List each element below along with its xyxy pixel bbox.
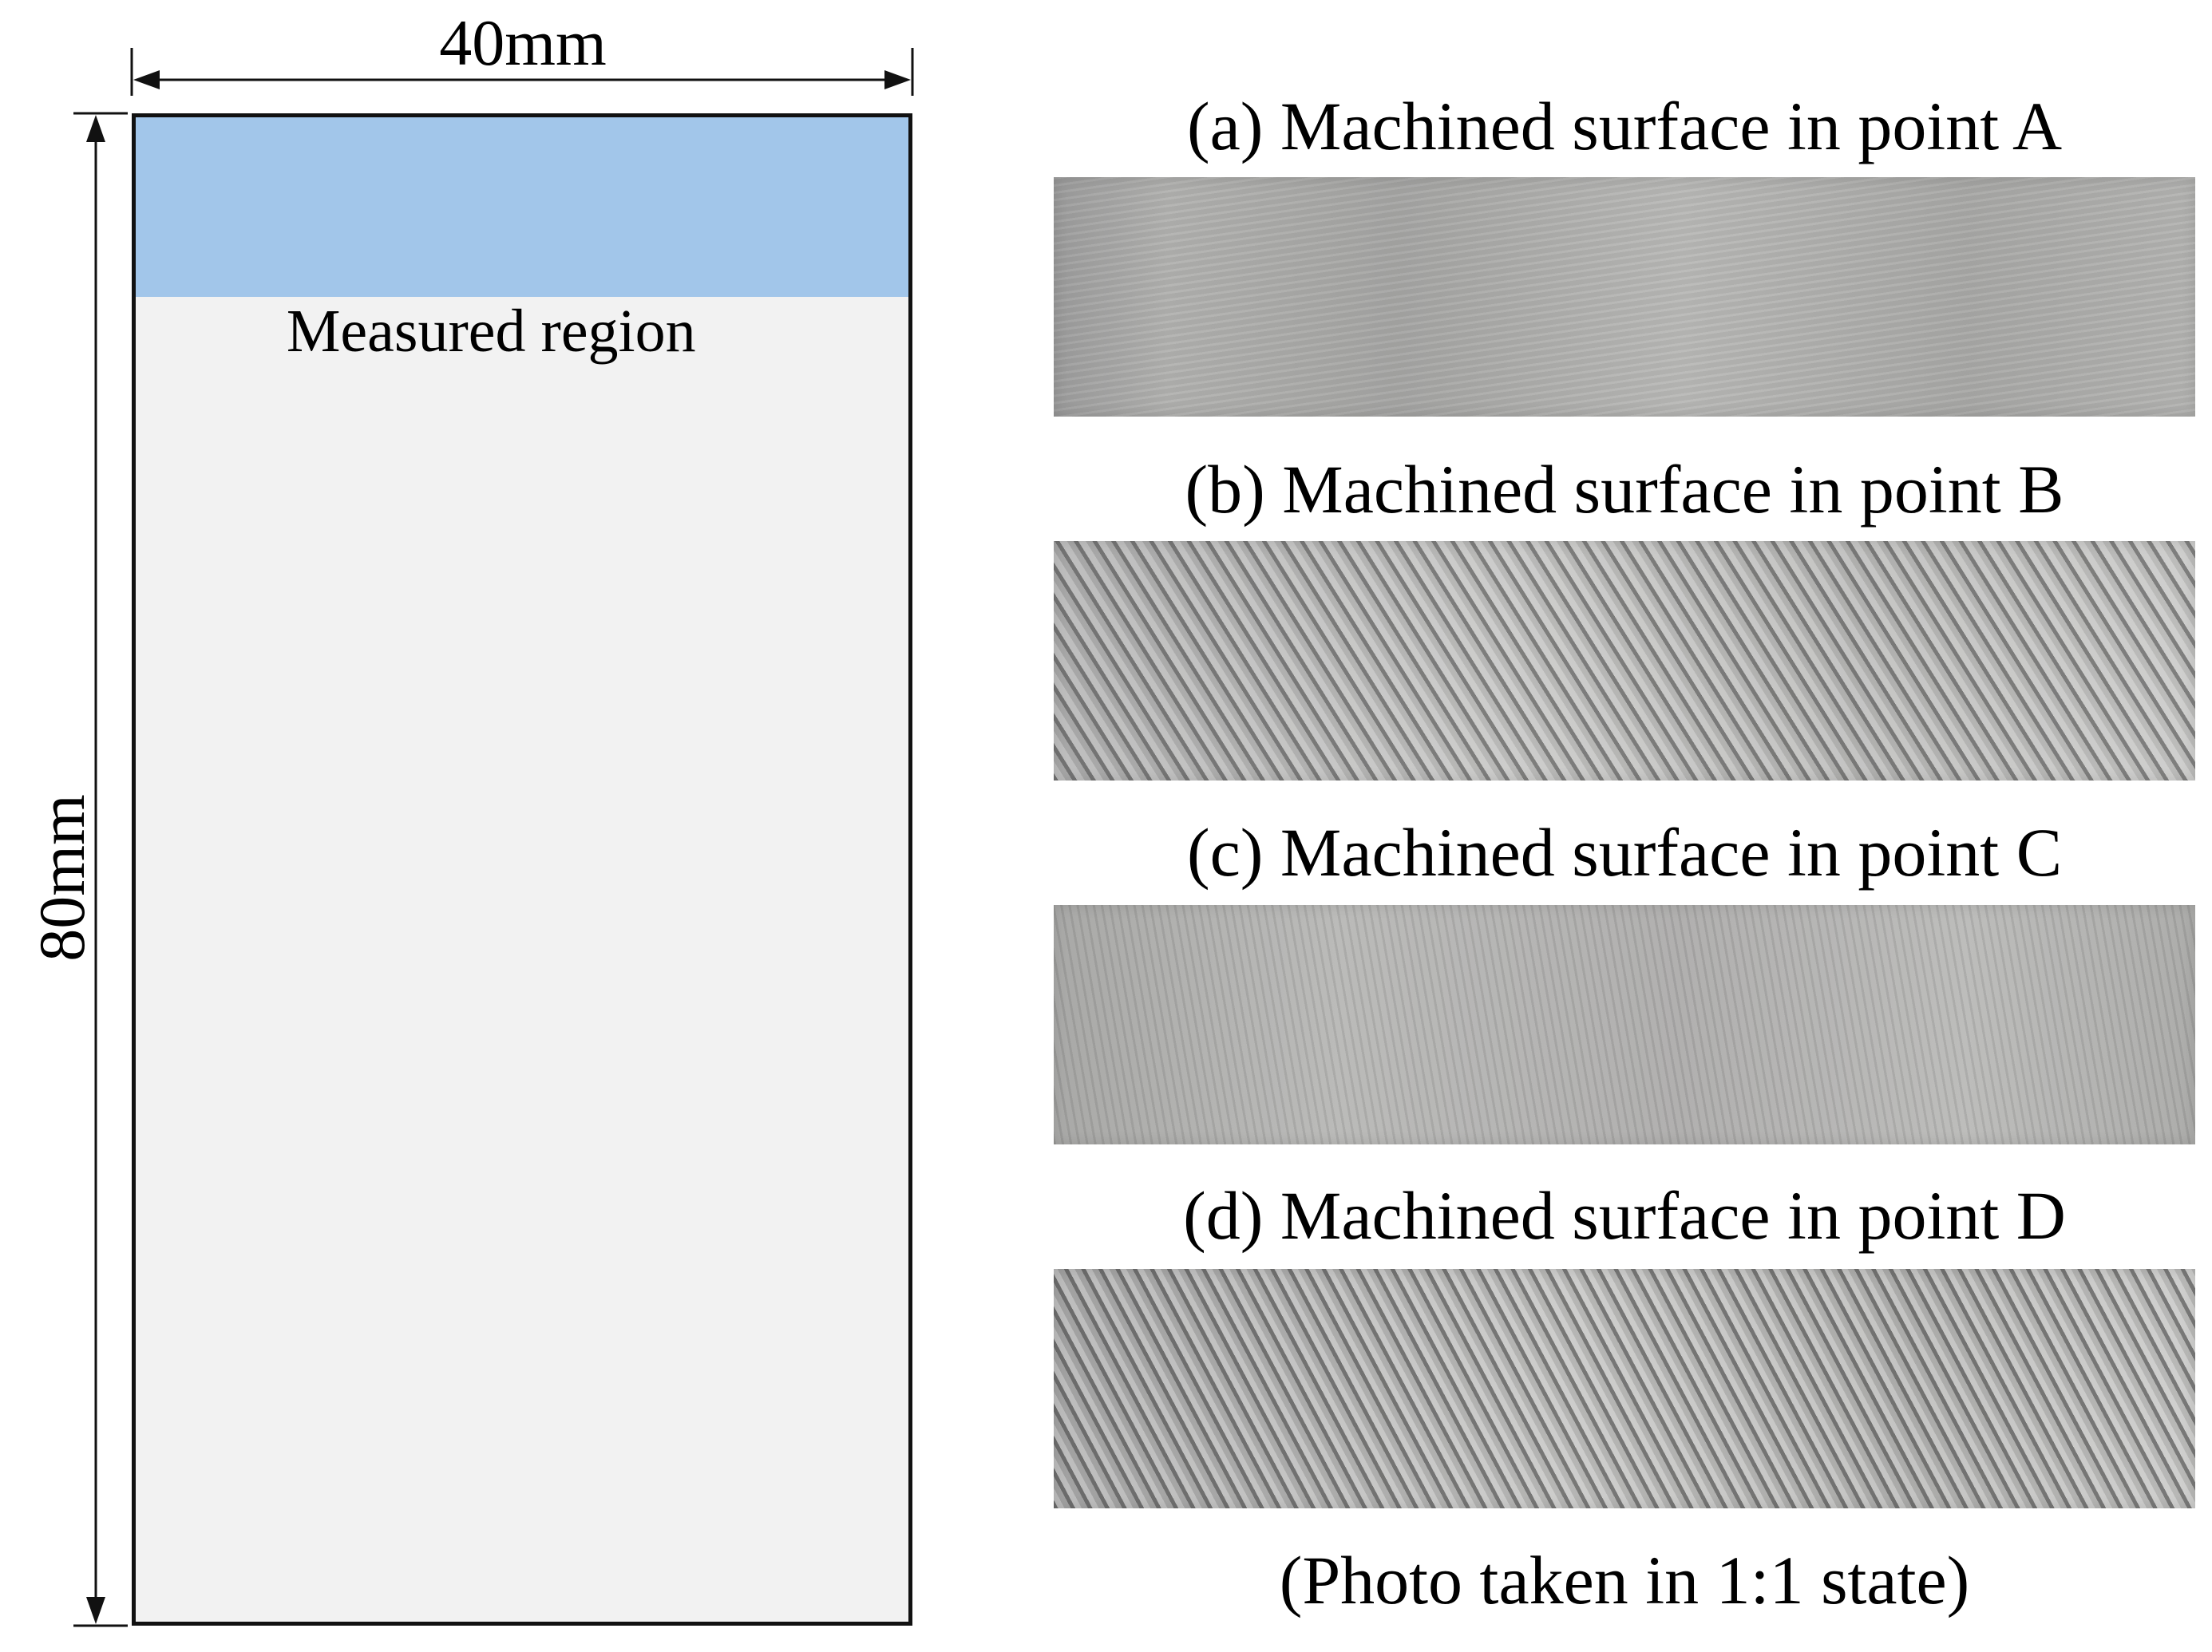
- photo-point-c: [1054, 905, 2195, 1144]
- caption-d: (d) Machined surface in point D: [1183, 1177, 2066, 1254]
- caption-a: (a) Machined surface in point A: [1186, 88, 2063, 164]
- measured-region-label: Measured region: [286, 298, 696, 365]
- dimension-lines: [73, 48, 914, 1627]
- width-dimension-label: 40mm: [439, 6, 607, 79]
- caption-c: (c) Machined surface in point C: [1186, 814, 2063, 891]
- photo-point-b: [1054, 541, 2195, 781]
- photo-point-d: [1054, 1269, 2195, 1508]
- measured-region-band: [136, 117, 908, 297]
- photo-scale-note: (Photo taken in 1:1 state): [1279, 1542, 1970, 1618]
- photo-point-a: [1054, 177, 2195, 417]
- specimen-outline: Measured region: [132, 113, 912, 1626]
- caption-b: (b) Machined surface in point B: [1185, 451, 2064, 528]
- height-dimension-text: 80mm: [26, 794, 98, 962]
